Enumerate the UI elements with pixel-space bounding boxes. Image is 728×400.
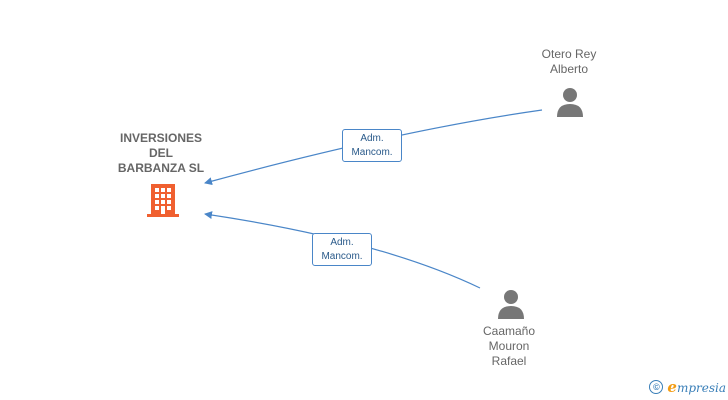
relation-label-line: Mancom. xyxy=(321,251,363,262)
brand-initial: e xyxy=(667,378,677,396)
person-icon[interactable] xyxy=(497,289,525,319)
person-name-caamano[interactable]: Caamaño Mouron Rafael xyxy=(459,324,559,369)
person-name-otero[interactable]: Otero Rey Alberto xyxy=(519,47,619,77)
building-icon[interactable] xyxy=(147,182,179,218)
brand-logo: empresia xyxy=(667,378,726,396)
person-name-line: Caamaño xyxy=(482,324,536,338)
brand-rest: mpresia xyxy=(676,381,726,395)
relation-label-line: Adm. xyxy=(330,237,354,248)
relation-label[interactable]: Adm. Mancom. xyxy=(342,129,402,162)
empresia-watermark[interactable]: © empresia xyxy=(649,378,726,396)
person-name-line: Mouron xyxy=(488,339,530,353)
person-name-line: Rafael xyxy=(491,354,527,368)
copyright-icon: © xyxy=(649,380,664,394)
company-name-line: BARBANZA SL xyxy=(117,161,205,175)
relation-label-line: Adm. xyxy=(360,133,384,144)
person-name-line: Alberto xyxy=(549,62,589,76)
person-name-line: Otero Rey xyxy=(541,47,597,61)
company-name[interactable]: INVERSIONES DEL BARBANZA SL xyxy=(100,131,222,176)
relation-label[interactable]: Adm. Mancom. xyxy=(312,233,372,266)
relation-label-line: Mancom. xyxy=(351,147,393,158)
person-icon[interactable] xyxy=(556,87,584,117)
company-name-line: INVERSIONES xyxy=(119,131,203,145)
company-name-line: DEL xyxy=(149,146,173,160)
